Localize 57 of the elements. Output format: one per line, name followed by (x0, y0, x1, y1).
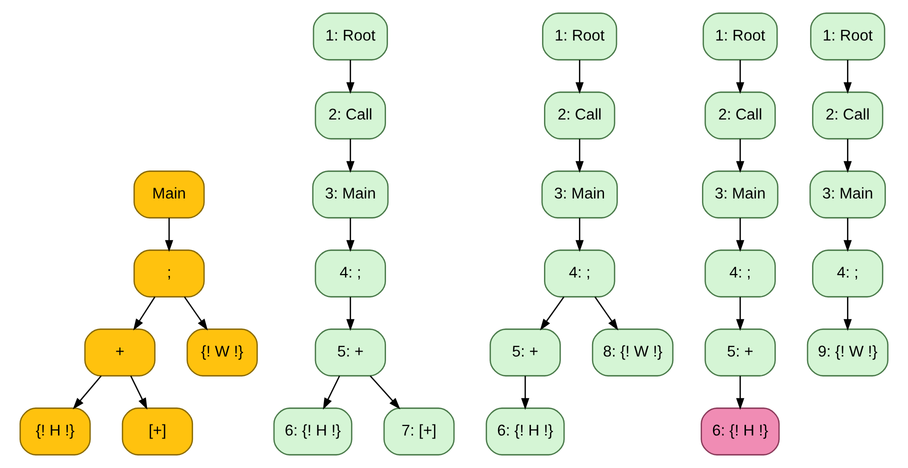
arrow (184, 296, 208, 330)
arrow (346, 138, 354, 173)
arrow (133, 296, 156, 331)
node-box: + (84, 328, 156, 376)
node-box: 1: Root (312, 12, 388, 60)
arrow (576, 218, 584, 252)
node-box: 4: ; (812, 250, 884, 298)
arrow (736, 218, 744, 252)
node-box: 3: Main (809, 170, 886, 218)
node-box: 1: Root (702, 12, 778, 60)
node-box: 5: + (704, 328, 776, 376)
arrow (130, 376, 148, 410)
node-box: 4: ; (704, 250, 776, 298)
node-box: {! H !} (20, 408, 91, 456)
node-box: [+] (122, 408, 194, 456)
node-box: 5: + (314, 328, 386, 376)
node-box: 3: Main (702, 170, 778, 218)
arrow (844, 60, 852, 94)
node-box: 1: Root (810, 12, 886, 60)
node-box: 9: {! W !} (806, 328, 888, 376)
node-box: 5: + (490, 328, 561, 376)
arrow (736, 60, 744, 94)
node-box: 1: Root (542, 12, 618, 60)
node-box: 2: Call (704, 92, 776, 140)
node-box: 6: {! H !} (486, 408, 565, 456)
arrow (346, 296, 354, 331)
arrow (844, 138, 852, 173)
arrow (736, 138, 744, 173)
node-box: 3: Main (312, 170, 389, 218)
node-box: 4: ; (314, 250, 386, 298)
arrow (576, 138, 584, 173)
arrow (736, 296, 744, 331)
arrow (72, 375, 102, 410)
node-box: 8: {! W !} (592, 328, 674, 376)
arrow (736, 376, 744, 410)
arrow (322, 376, 340, 410)
node-box: 6: {! H !} (273, 408, 352, 456)
node-box: 3: Main (541, 170, 618, 218)
node-box: 7: [+] (383, 408, 455, 456)
arrow (576, 60, 584, 94)
node-box: 4: ; (544, 250, 616, 298)
arrow (844, 296, 852, 331)
arrow (540, 296, 564, 330)
arrow (844, 218, 852, 252)
node-box: Main (134, 170, 205, 218)
arrow (165, 218, 174, 252)
node-box: {! W !} (186, 328, 258, 376)
node-box: 2: Call (812, 92, 884, 140)
node-box: 2: Call (314, 92, 386, 140)
node-box: ; (134, 250, 205, 298)
node-box: 6: {! H !} (700, 408, 780, 456)
arrow (370, 375, 400, 410)
arrow (346, 218, 354, 252)
arrow (346, 60, 354, 94)
arrow (521, 376, 530, 410)
node-box: 2: Call (544, 92, 616, 140)
arrow (594, 296, 618, 330)
